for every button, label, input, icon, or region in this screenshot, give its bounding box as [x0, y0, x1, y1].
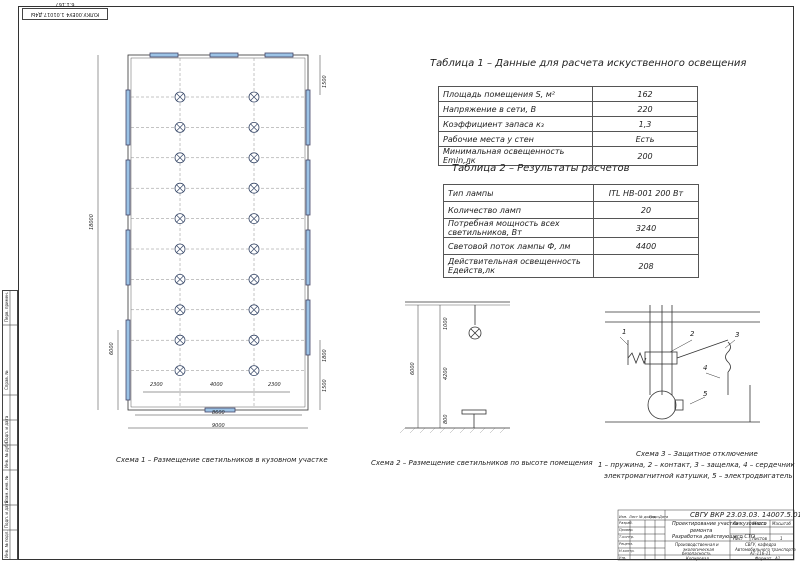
- spring-symbol: [627, 351, 647, 365]
- tb-title-2: ремонта: [690, 528, 713, 534]
- s3-label-1: 1: [622, 328, 627, 336]
- lamp-icon: [248, 152, 260, 164]
- s3-label-5: 5: [703, 390, 708, 398]
- lamp-icon: [248, 122, 260, 133]
- table2-title: Таблица 2 – Результаты расчетов: [452, 163, 630, 174]
- table1-value: 200: [592, 146, 698, 166]
- tb-format-value: А1: [775, 556, 781, 561]
- tb-sheet-label: Лист: [733, 536, 744, 541]
- tb-title-1: Проектирование участка кузовного: [672, 521, 767, 527]
- drawing-frame: [18, 6, 794, 560]
- lamp-icon: [174, 122, 186, 133]
- tb-sheets-label: Листов: [752, 536, 767, 541]
- dim-9000: 9000: [212, 423, 225, 429]
- scheme3-caption-2: 1 – пружина, 2 – контакт, 3 – защелка, 4…: [598, 461, 795, 469]
- tb-title-3: Разработка действующего СТО: [672, 534, 755, 540]
- tb-role-label: Провер.: [619, 528, 634, 532]
- tb-org-3: АТ-116-11: [750, 551, 771, 556]
- tb-subtitle-1: Производственная и: [675, 542, 719, 547]
- lamp-icon: [248, 243, 260, 255]
- tb-subtitle-3: безопасность: [682, 551, 711, 556]
- tb-header-label: Лист: [629, 515, 638, 519]
- table2-value: 208: [593, 254, 699, 278]
- lamp-icon: [174, 365, 186, 377]
- lamp-icon: [174, 182, 186, 194]
- lamp-icon: [248, 273, 260, 285]
- table2-label: Действительная освещенность Едейств,лк: [443, 254, 594, 278]
- lamp-icon: [174, 334, 186, 346]
- tb-org-1: СВГУ, кафедра: [745, 542, 777, 547]
- lamp-icon: [174, 304, 186, 316]
- lamp-symbol: [468, 326, 482, 340]
- tb-header-label: № докум.: [639, 515, 657, 519]
- tb-stage-mass: Масса: [753, 521, 766, 526]
- table2-row: Потребная мощность всех светильников, Вт…: [443, 218, 699, 238]
- s3-label-2: 2: [690, 330, 695, 338]
- tb-header-label: Подп.: [649, 515, 660, 519]
- dim-4000: 4000: [210, 382, 223, 388]
- lamp-icon: [248, 304, 260, 316]
- lamp-icon: [248, 182, 260, 194]
- lamp-icon: [174, 243, 186, 255]
- tb-stage-lit: Лит.: [733, 521, 743, 526]
- tb-role-label: Н.контр.: [619, 549, 635, 553]
- scheme1-caption: Схема 1 – Размещение светильников в кузо…: [116, 456, 328, 464]
- tb-header-label: Дата: [659, 515, 669, 519]
- tb-org-2: Автомобильного транспорта: [735, 547, 796, 552]
- lamp-icon: [174, 91, 186, 103]
- s3-label-3: 3: [735, 331, 740, 339]
- tb-role-label: Реценз.: [619, 542, 634, 546]
- tb-subtitle-2: экологическая: [683, 547, 715, 552]
- tb-sheets-count: 1: [780, 536, 783, 541]
- scheme3-caption-3: электромагнитной катушки, 5 – электродви…: [604, 472, 793, 480]
- table1-label: Минимальная освещенность Еmin,лк: [438, 146, 593, 166]
- tb-stage-scale: Масштаб: [772, 521, 792, 526]
- tb-role-label: Утв.: [619, 556, 627, 560]
- tb-code: СВГУ ВКР 23.03.03. 14007.5.0101: [690, 511, 800, 519]
- tb-format-label: Формат: [755, 556, 772, 561]
- lamp-icon: [248, 213, 260, 225]
- dim-8600: 8600: [212, 410, 225, 416]
- motor-symbol: [647, 390, 677, 420]
- dim-2300-b: 2300: [268, 382, 281, 388]
- scheme3-caption-1: Схема 3 – Защитное отключение: [636, 450, 758, 458]
- tb-header-label: Изм.: [619, 515, 628, 519]
- lamp-icon: [174, 152, 186, 164]
- table1-title: Таблица 1 – Данные для расчета искуствен…: [430, 58, 747, 69]
- lamp-icon: [248, 334, 260, 346]
- lamp-icon: [248, 365, 260, 377]
- lamp-icon: [174, 213, 186, 225]
- tb-role-label: Разраб.: [619, 521, 633, 525]
- lamp-icon: [248, 91, 260, 103]
- s3-label-4: 4: [703, 364, 708, 372]
- tb-role-label: Т.контр.: [619, 535, 635, 539]
- lamp-icon: [174, 273, 186, 285]
- tb-copied: Копировал: [686, 556, 709, 561]
- coil-symbol: [725, 341, 731, 373]
- dim-2300-a: 2300: [150, 382, 163, 388]
- scheme2-caption: Схема 2 – Размещение светильников по выс…: [371, 459, 593, 467]
